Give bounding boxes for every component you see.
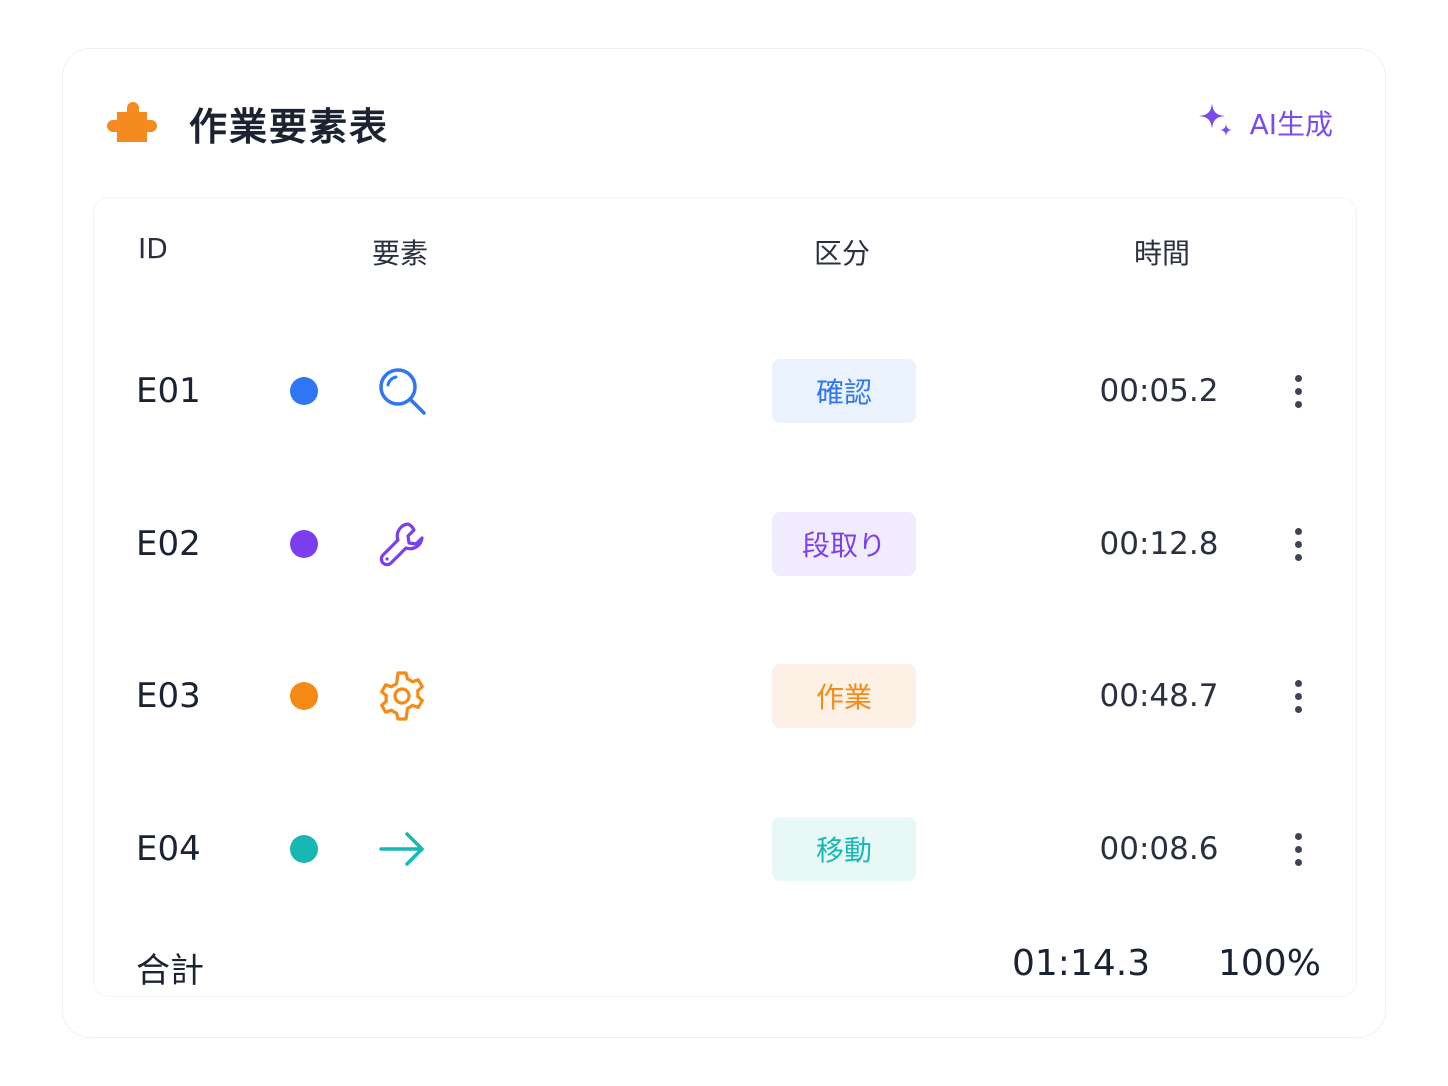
status-dot [290, 835, 318, 863]
category-badge: 移動 [772, 817, 916, 881]
ai-generate-button[interactable]: AI生成 [1196, 100, 1333, 147]
status-dot [290, 530, 318, 558]
category-badge: 作業 [772, 664, 916, 728]
more-options-button[interactable] [1284, 522, 1312, 566]
row-time: 00:48.7 [1099, 678, 1219, 714]
status-dot [290, 377, 318, 405]
element-table: ID 要素 区分 時間 E01 確認 00:05.2 E02 [93, 197, 1357, 997]
work-element-card: 作業要素表 AI生成 ID 要素 区分 時間 E01 [62, 48, 1386, 1038]
arrow-right-icon [374, 821, 430, 877]
ai-generate-label: AI生成 [1249, 108, 1333, 141]
column-header-element: 要素 [372, 237, 429, 270]
table-footer: 合計 01:14.3 100% [94, 943, 1356, 1003]
category-badge: 確認 [772, 359, 916, 423]
more-options-button[interactable] [1284, 674, 1312, 718]
row-id: E04 [136, 829, 201, 869]
total-time: 01:14.3 [1012, 943, 1151, 984]
table-row[interactable]: E01 確認 00:05.2 [94, 351, 1356, 431]
row-id: E03 [136, 676, 201, 716]
wrench-icon [374, 516, 430, 572]
column-header-time: 時間 [1134, 237, 1191, 270]
table-row[interactable]: E03 作業 00:48.7 [94, 656, 1356, 736]
total-percent: 100% [1218, 943, 1321, 984]
row-time: 00:08.6 [1099, 831, 1219, 867]
search-icon [374, 363, 430, 419]
sparkle-icon [1196, 100, 1236, 147]
puzzle-icon [107, 98, 163, 148]
category-badge: 段取り [772, 512, 916, 576]
column-header-id: ID [138, 232, 168, 265]
column-header-category: 区分 [814, 237, 871, 270]
table-row[interactable]: E04 移動 00:08.6 [94, 809, 1356, 889]
page-title: 作業要素表 [189, 104, 390, 149]
more-options-button[interactable] [1284, 369, 1312, 413]
row-id: E02 [136, 524, 201, 564]
more-options-button[interactable] [1284, 827, 1312, 871]
gear-icon [374, 668, 430, 724]
row-time: 00:05.2 [1099, 373, 1219, 409]
status-dot [290, 682, 318, 710]
row-time: 00:12.8 [1099, 526, 1219, 562]
row-id: E01 [136, 371, 201, 411]
table-row[interactable]: E02 段取り 00:12.8 [94, 504, 1356, 584]
total-label: 合計 [136, 951, 204, 991]
card-header: 作業要素表 AI生成 [107, 95, 1333, 151]
